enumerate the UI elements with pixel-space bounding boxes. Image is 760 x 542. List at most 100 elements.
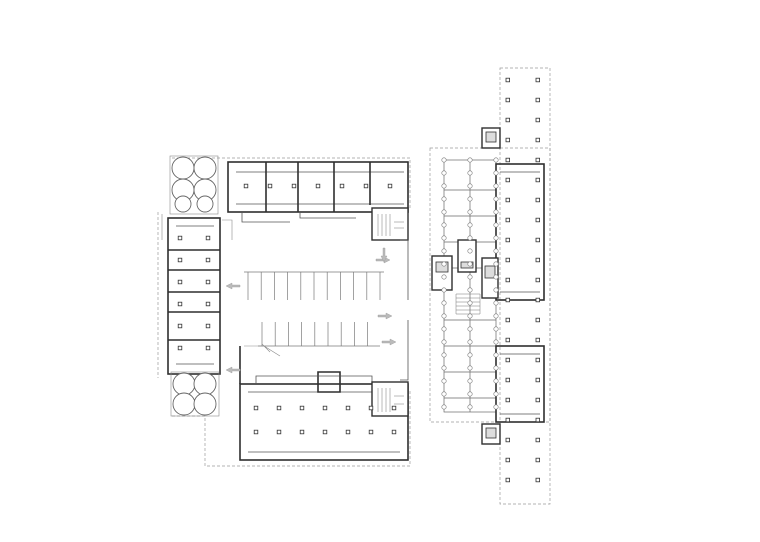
structural-column bbox=[535, 437, 540, 443]
round-column bbox=[493, 352, 499, 358]
round-column bbox=[441, 326, 447, 332]
round-column bbox=[467, 352, 473, 358]
lower-unit-outline bbox=[495, 345, 545, 423]
structural-column bbox=[505, 197, 510, 203]
structural-column bbox=[505, 357, 510, 363]
structural-column bbox=[505, 397, 510, 403]
structural-column bbox=[505, 157, 510, 163]
structural-column bbox=[535, 157, 540, 163]
structural-column bbox=[205, 301, 211, 307]
structural-column bbox=[505, 437, 510, 443]
round-column bbox=[441, 222, 447, 228]
structural-column bbox=[391, 429, 397, 435]
round-column bbox=[467, 183, 473, 189]
right-building bbox=[429, 67, 551, 505]
round-column bbox=[493, 209, 499, 215]
round-column bbox=[493, 339, 499, 345]
round-column bbox=[493, 287, 499, 293]
round-column bbox=[441, 313, 447, 319]
structural-column bbox=[535, 477, 540, 483]
structural-column bbox=[291, 183, 297, 189]
structural-column bbox=[205, 235, 211, 241]
structural-column bbox=[505, 377, 510, 383]
structural-column bbox=[243, 183, 249, 189]
round-column bbox=[493, 196, 499, 202]
structural-column bbox=[177, 279, 183, 285]
round-column bbox=[441, 378, 447, 384]
structural-column bbox=[535, 377, 540, 383]
round-column bbox=[441, 209, 447, 215]
structural-column bbox=[535, 277, 540, 283]
structural-column bbox=[299, 429, 305, 435]
structural-column bbox=[505, 277, 510, 283]
structural-column bbox=[535, 197, 540, 203]
round-column bbox=[493, 170, 499, 176]
round-column bbox=[467, 222, 473, 228]
structural-column bbox=[505, 237, 510, 243]
structural-column bbox=[363, 183, 369, 189]
round-column bbox=[441, 235, 447, 241]
structural-column bbox=[345, 429, 351, 435]
structural-column bbox=[253, 405, 259, 411]
structural-column bbox=[315, 183, 321, 189]
structural-column bbox=[205, 279, 211, 285]
structural-column bbox=[535, 77, 540, 83]
structural-column bbox=[535, 97, 540, 103]
columns-right-building bbox=[441, 77, 540, 483]
round-column bbox=[441, 170, 447, 176]
round-column bbox=[467, 209, 473, 215]
round-column bbox=[441, 300, 447, 306]
structural-column bbox=[535, 237, 540, 243]
structural-column bbox=[535, 457, 540, 463]
round-column bbox=[441, 157, 447, 163]
structural-column bbox=[387, 183, 393, 189]
round-column bbox=[441, 404, 447, 410]
round-column bbox=[441, 274, 447, 280]
round-column bbox=[493, 365, 499, 371]
upper-unit-outline bbox=[495, 163, 545, 301]
round-column bbox=[441, 248, 447, 254]
structural-column bbox=[205, 345, 211, 351]
structural-column bbox=[345, 405, 351, 411]
structural-column bbox=[267, 183, 273, 189]
round-column bbox=[493, 378, 499, 384]
round-column bbox=[467, 261, 473, 267]
round-column bbox=[493, 313, 499, 319]
round-column bbox=[467, 365, 473, 371]
round-column bbox=[467, 378, 473, 384]
round-column bbox=[493, 391, 499, 397]
round-column bbox=[493, 222, 499, 228]
structural-column bbox=[535, 317, 540, 323]
structural-column bbox=[505, 77, 510, 83]
round-column bbox=[467, 391, 473, 397]
structural-column bbox=[505, 217, 510, 223]
round-column bbox=[467, 326, 473, 332]
round-column bbox=[441, 196, 447, 202]
round-column bbox=[493, 248, 499, 254]
structural-column bbox=[177, 323, 183, 329]
round-column bbox=[467, 287, 473, 293]
structural-column bbox=[535, 297, 540, 303]
structural-column bbox=[276, 405, 282, 411]
parking-stalls-upper bbox=[244, 271, 384, 300]
round-column bbox=[493, 157, 499, 163]
structural-column bbox=[299, 405, 305, 411]
round-column bbox=[441, 261, 447, 267]
round-column bbox=[493, 235, 499, 241]
structural-column bbox=[535, 137, 540, 143]
structural-column bbox=[535, 117, 540, 123]
round-column bbox=[493, 261, 499, 267]
bottom-wing-outline bbox=[239, 383, 409, 461]
structural-column bbox=[177, 301, 183, 307]
structural-column bbox=[535, 397, 540, 403]
structural-column bbox=[177, 257, 183, 263]
round-column bbox=[493, 404, 499, 410]
structural-column bbox=[177, 235, 183, 241]
round-column bbox=[493, 300, 499, 306]
structural-column bbox=[505, 297, 510, 303]
parking-stalls-lower bbox=[258, 322, 380, 347]
structural-column bbox=[505, 137, 510, 143]
left-building bbox=[157, 155, 411, 467]
structural-column bbox=[535, 177, 540, 183]
structural-column bbox=[505, 97, 510, 103]
